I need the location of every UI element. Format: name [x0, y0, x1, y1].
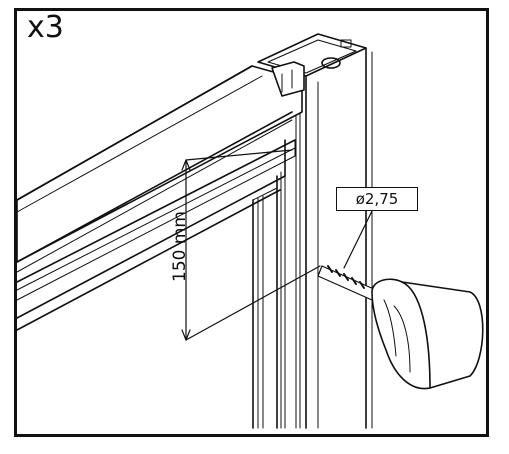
inner-frame [252, 171, 286, 429]
dimension-line [181, 149, 321, 341]
dimension-label: 150 mm [170, 211, 190, 282]
drill-bit [317, 265, 377, 301]
leader-line [343, 210, 373, 269]
quantity-label: x3 [27, 10, 64, 45]
diagram-frame [14, 8, 489, 437]
drill-diameter-label: ø2,75 [336, 187, 418, 211]
horizontal-rail [16, 61, 305, 273]
lower-profile [16, 139, 296, 331]
drill-icon [371, 278, 484, 390]
